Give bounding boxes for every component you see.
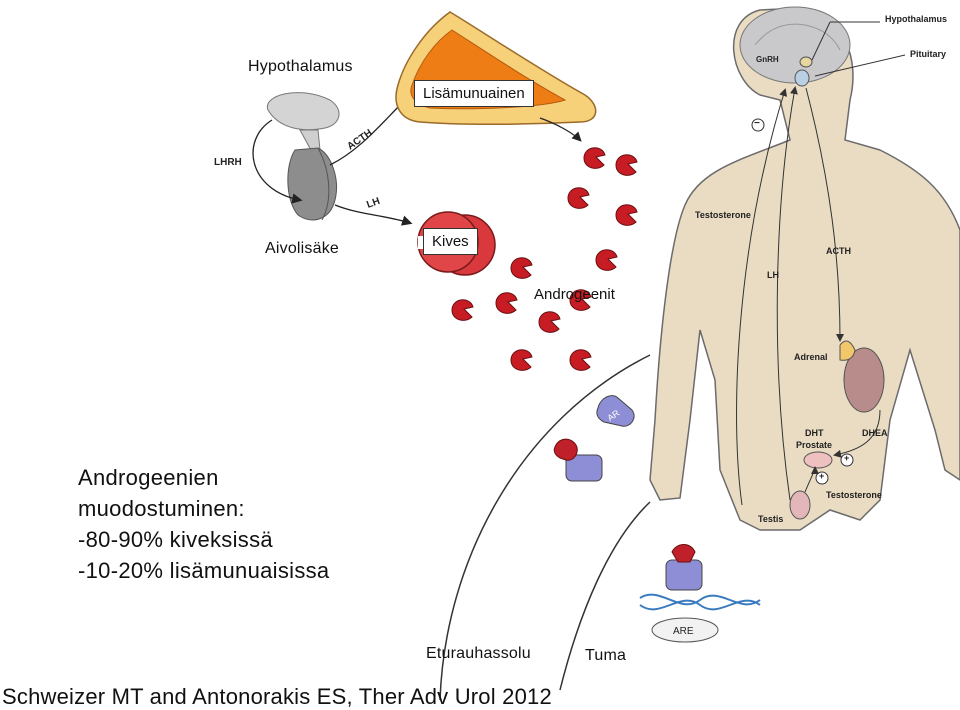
citation: Schweizer MT and Antonorakis ES, Ther Ad…	[2, 684, 552, 709]
androgen-molecule	[569, 289, 592, 311]
fig-testosterone-label-2: Testosterone	[826, 490, 882, 500]
androgen-molecule	[595, 249, 618, 271]
summary-line-4: -10-20% lisämunuaisissa	[78, 558, 330, 583]
androgen-molecule	[451, 299, 474, 321]
prostate-cell-membrane	[439, 354, 651, 701]
androgen-molecule	[510, 257, 533, 279]
testis-label: Kives	[423, 228, 478, 255]
hypothalamus-label: Hypothalamus	[248, 58, 353, 75]
fig-dht-label: DHT	[805, 428, 824, 438]
fig-prostate-label: Prostate	[796, 440, 833, 450]
summary-line-3: -80-90% kiveksissä	[78, 527, 273, 552]
fig-testosterone-label: Testosterone	[695, 210, 751, 220]
fig-pituitary-label: Pituitary	[910, 49, 947, 59]
ar-receptor: AR	[596, 395, 635, 427]
fig-plus-sign-2: +	[819, 471, 825, 481]
androgen-molecule	[510, 349, 533, 371]
androgen-molecule	[583, 147, 606, 169]
androgens-label: Androgeenit	[534, 286, 615, 303]
acth-label: ACTH	[345, 128, 374, 153]
androgen-ar-complex	[553, 438, 603, 482]
summary-line-1: Androgeenien	[78, 465, 219, 490]
acth-arrow	[329, 98, 407, 166]
androgen-molecule	[569, 349, 592, 371]
fig-testis-label: Testis	[758, 514, 784, 524]
fig-dhea-label: DHEA	[862, 428, 888, 438]
androgen-production-summary: Androgeenien muodostuminen: -80-90% kive…	[78, 462, 329, 586]
lh-arrow	[334, 204, 413, 226]
are-label: ARE	[673, 626, 694, 637]
lh-label: LH	[365, 196, 381, 211]
androgen-molecule	[567, 187, 590, 209]
fig-acth-label: ACTH	[826, 246, 851, 256]
summary-line-2: muodostuminen:	[78, 496, 245, 521]
nucleus-membrane	[559, 501, 651, 691]
androgen-molecule	[495, 292, 518, 314]
dna-bound-ar: ARE	[639, 544, 761, 643]
fig-minus-sign: −	[754, 118, 760, 129]
lhrh-label: LHRH	[214, 157, 242, 168]
fig-lh-label: LH	[767, 270, 779, 280]
fig-hypothalamus-label: Hypothalamus	[885, 14, 948, 24]
prostate-cell-label: Eturauhassolu	[426, 645, 531, 662]
androgen-molecules	[451, 147, 638, 371]
androgen-molecule	[538, 311, 561, 333]
androgen-molecule	[615, 154, 638, 176]
nucleus-label: Tuma	[585, 647, 627, 664]
pituitary-illustration	[266, 92, 340, 221]
pituitary-label: Aivolisäke	[265, 240, 340, 257]
fig-gnrh-label: GnRH	[756, 55, 779, 64]
androgen-molecule	[615, 204, 638, 226]
fig-adrenal-label: Adrenal	[794, 352, 828, 362]
adrenal-label: Lisämunuainen	[414, 80, 534, 107]
adrenal-gland-illustration	[395, 11, 597, 142]
human-body-figure	[649, 6, 960, 531]
fig-plus-sign-1: +	[844, 453, 850, 463]
lhrh-arrow	[252, 119, 303, 204]
